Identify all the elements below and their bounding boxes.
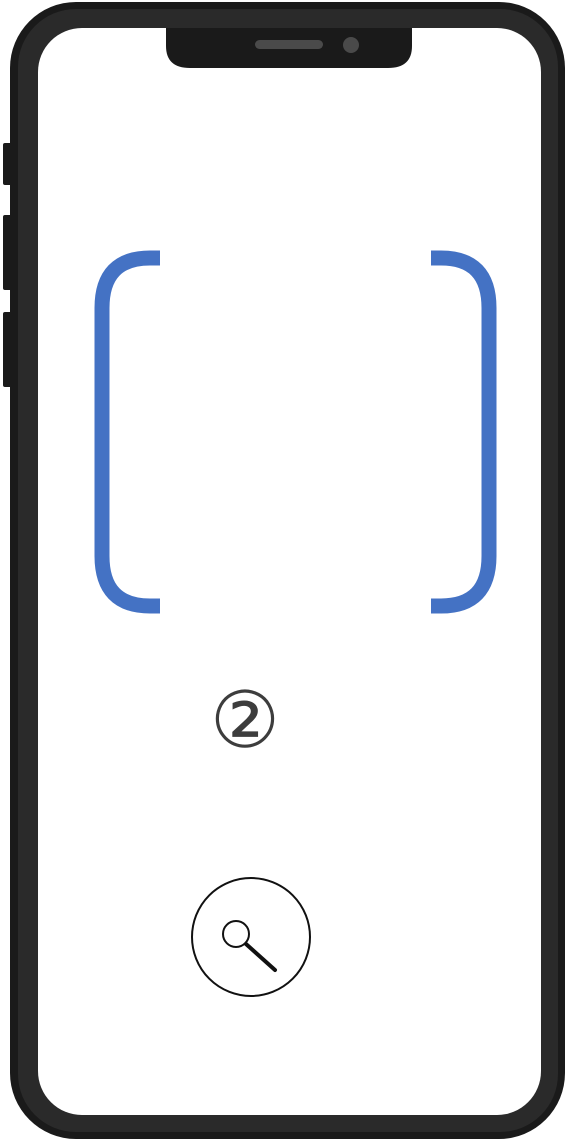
- search-button[interactable]: [191, 877, 311, 997]
- scan-frame-left-bracket: [102, 258, 160, 606]
- step-number-label: ②: [205, 681, 285, 761]
- search-icon: [193, 879, 313, 999]
- scan-frame-right-bracket: [431, 258, 489, 606]
